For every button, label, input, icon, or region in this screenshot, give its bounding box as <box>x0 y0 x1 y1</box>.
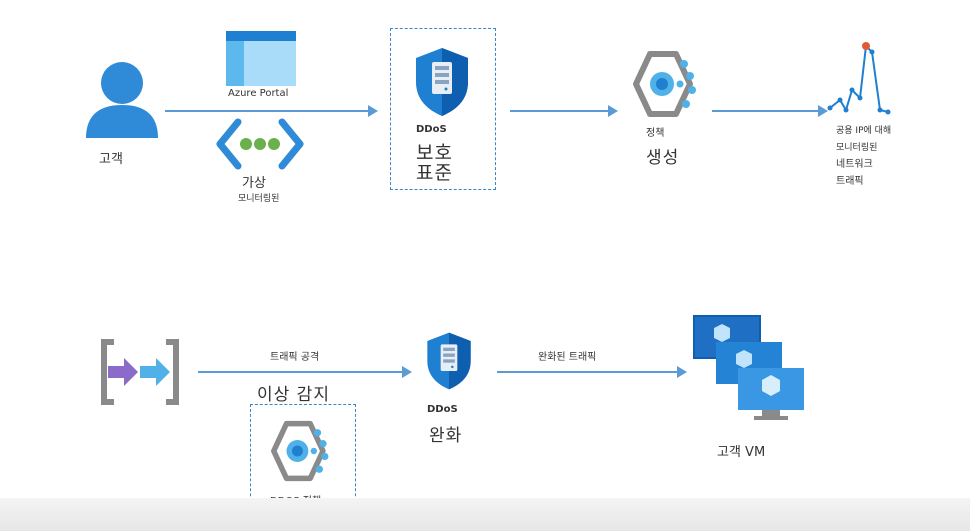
azure-portal-label: Azure Portal <box>228 88 289 99</box>
ddos-protection-box <box>390 28 496 190</box>
connector-attack-ddos <box>198 371 404 373</box>
virtual-network-icon <box>216 118 304 170</box>
arrowhead <box>368 105 378 117</box>
bottom-strip <box>0 498 970 531</box>
connector-ddos-policy <box>510 110 610 112</box>
connector-policy-chart <box>712 110 820 112</box>
ddos-label-bottom: DDoS <box>427 404 458 415</box>
policy-hex-icon <box>633 51 696 117</box>
azure-portal-icon <box>226 31 296 86</box>
traffic-arrows-icon <box>101 339 179 405</box>
traffic-attack-label: 트래픽 공격 <box>270 352 320 363</box>
vm-stack-icon <box>693 315 804 420</box>
connector-ddos-vm <box>497 371 679 373</box>
mitigation-label: 완화 <box>429 426 463 446</box>
arrowhead <box>402 366 412 378</box>
arrowhead <box>818 105 828 117</box>
policy-hex-icon <box>270 420 329 482</box>
monitor-label-4: 트래픽 <box>836 176 864 187</box>
protection-label: 보호 표준 <box>416 142 453 184</box>
anomaly-label: 이상 감지 <box>257 385 330 405</box>
vnet-label-2: 모니터링된 <box>238 194 280 204</box>
arrowhead <box>608 105 618 117</box>
policy-label-2: 생성 <box>646 148 680 168</box>
mitigated-traffic-label: 완화된 트래픽 <box>538 352 597 363</box>
policy-label-1: 정책 <box>646 128 665 139</box>
ddos-shield-icon <box>416 48 468 116</box>
customer-label: 고객 <box>99 152 123 167</box>
chart-icon <box>827 42 891 115</box>
ddos-label-top: DDoS <box>416 124 447 135</box>
vnet-label-1: 가상 <box>242 176 266 191</box>
monitor-label-1: 공용 IP에 대해 <box>836 126 892 136</box>
ddos-shield-icon <box>427 332 471 390</box>
monitor-label-3: 네트워크 <box>836 159 873 170</box>
user-icon <box>86 62 158 138</box>
connector-customer-ddos <box>165 110 370 112</box>
arrowhead <box>677 366 687 378</box>
monitor-label-2: 모니터링된 <box>836 143 878 153</box>
vm-label: 고객 VM <box>717 445 766 460</box>
